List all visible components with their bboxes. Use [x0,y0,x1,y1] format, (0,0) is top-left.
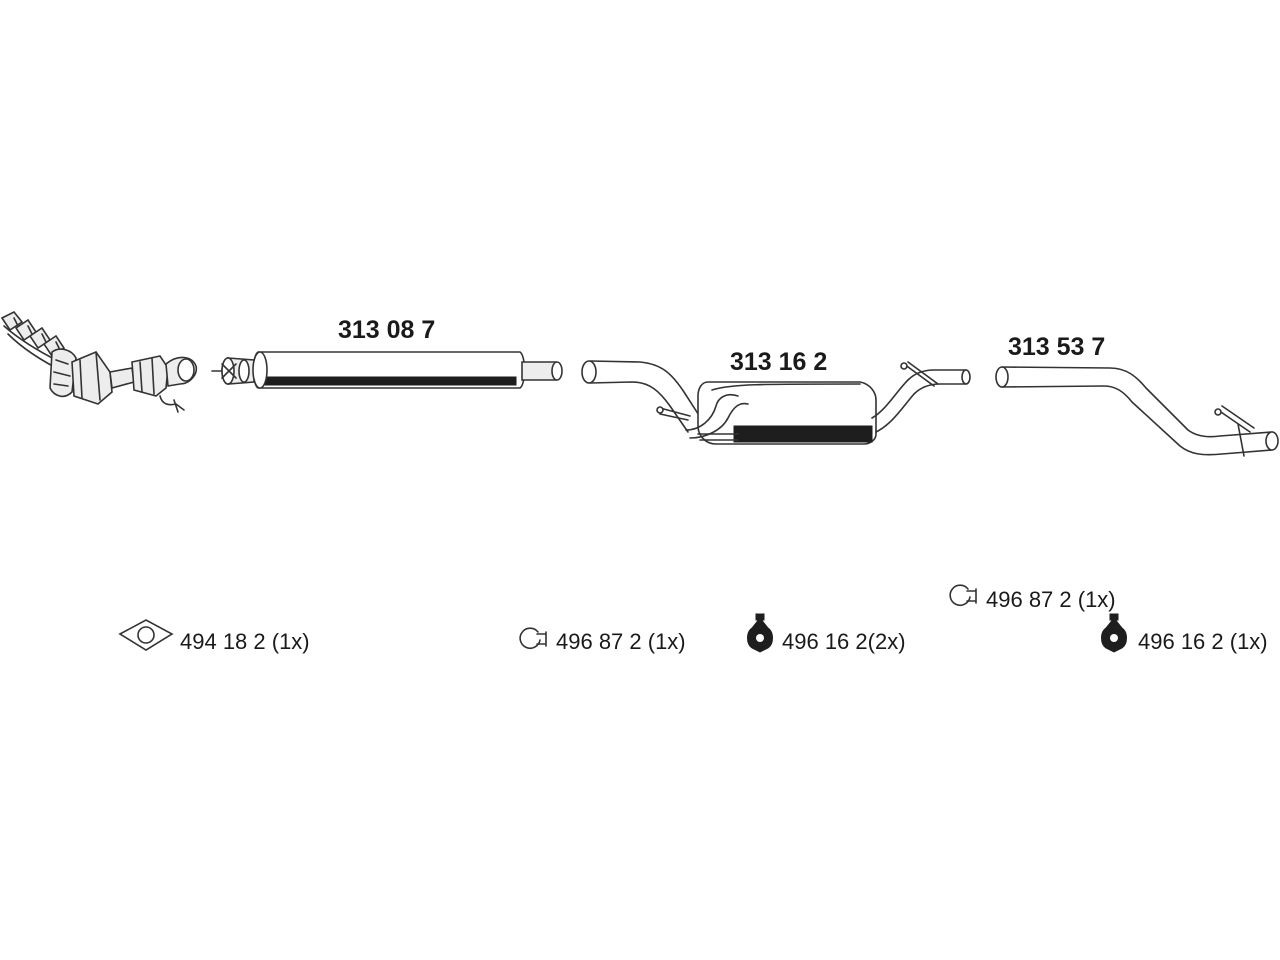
accessory-label-clamp-rear: 496 87 2 (1x) [986,587,1116,612]
manifold-catalytic-converter [0,310,198,413]
tail-pipe-label: 313 53 7 [1008,333,1106,361]
clamp-icon [519,627,547,649]
rubber-mount-icon [1101,613,1127,653]
rubber-mount-icon [747,613,773,653]
clamp-icon [949,584,977,606]
accessory-label-gasket: 494 18 2 (1x) [180,629,310,654]
gasket-icon [118,619,174,651]
front-silencer-313-08-7 [211,351,563,389]
accessory-label-rubber-mount-rear: 496 16 2 (1x) [1138,629,1268,654]
accessory-label-rubber-mount-mid: 496 16 2(2x) [782,629,906,654]
tail-pipe-313-53-7 [995,366,1279,457]
accessory-label-clamp-front: 496 87 2 (1x) [556,629,686,654]
rear-silencer-313-16-2 [581,360,971,445]
rear-silencer-label: 313 16 2 [730,348,828,376]
front-silencer-label: 313 08 7 [338,316,436,344]
